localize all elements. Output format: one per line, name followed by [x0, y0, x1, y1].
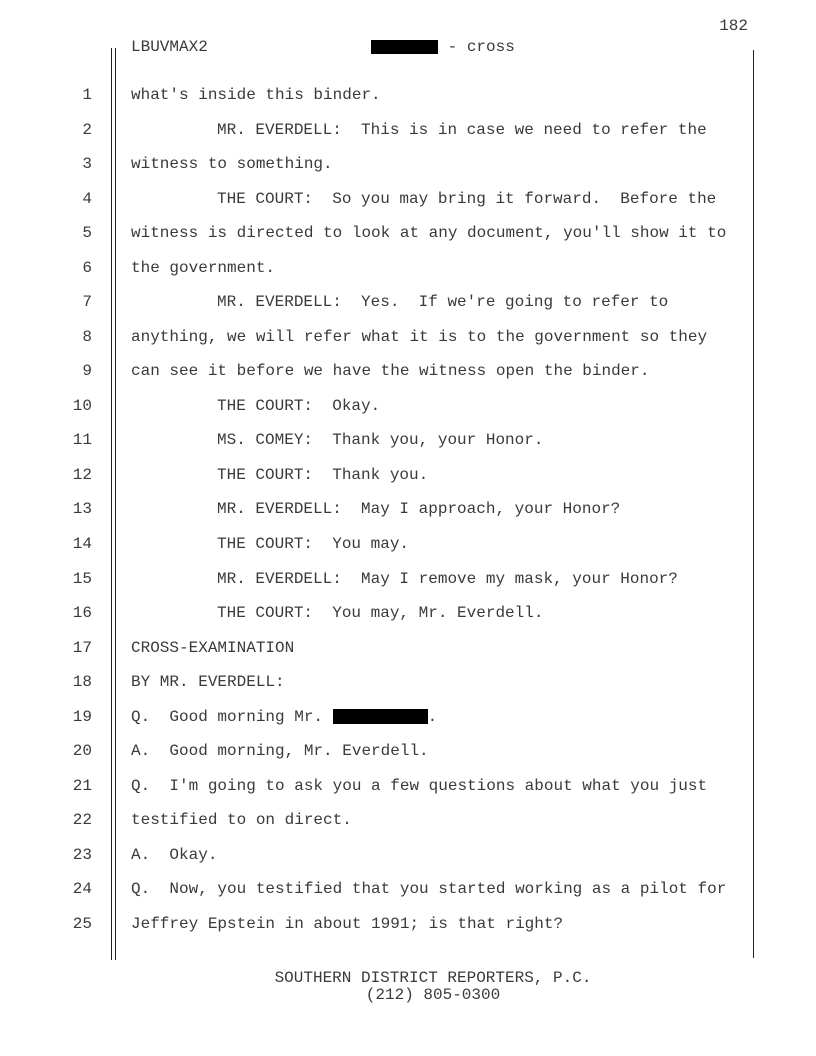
line-number: 24: [72, 880, 92, 899]
transcript-line: BY MR. EVERDELL:: [131, 673, 285, 691]
line-number: 9: [82, 362, 92, 381]
transcript-line: MR. EVERDELL: This is in case we need to…: [131, 121, 707, 139]
line-text: THE COURT: You may.: [217, 535, 410, 554]
line-number: 18: [72, 673, 92, 692]
line-text: CROSS-EXAMINATION: [131, 638, 295, 657]
line-number: 1: [82, 86, 92, 104]
line-number: 6: [82, 258, 92, 277]
line-text: A. Good morning, Mr. Everdell.: [131, 742, 429, 761]
line-text: testified to on direct.: [131, 811, 352, 830]
line-number: 17: [72, 638, 92, 657]
transcript-line: MR. EVERDELL: Yes. If we're going to ref…: [131, 293, 668, 311]
transcript-line: THE COURT: Thank you.: [131, 466, 428, 484]
line-number: 5: [82, 224, 92, 243]
transcript-line: Q. Good morning Mr. .: [131, 708, 437, 726]
header-title: - cross: [371, 38, 515, 56]
transcript-line: witness is directed to look at any docum…: [131, 224, 726, 242]
line-text: THE COURT: You may, Mr. Everdell.: [217, 604, 544, 623]
footer-reporter: SOUTHERN DISTRICT REPORTERS, P.C.: [274, 969, 592, 987]
transcript-line: Jeffrey Epstein in about 1991; is that r…: [131, 915, 563, 933]
transcript-line: witness to something.: [131, 155, 333, 173]
line-text: witness to something.: [131, 155, 333, 174]
line-number: 12: [72, 465, 92, 484]
line-number: 19: [72, 707, 92, 726]
line-text: MR. EVERDELL: May I remove my mask, your…: [217, 569, 678, 588]
line-number: 22: [72, 811, 92, 830]
redaction-box: [371, 39, 438, 54]
line-text: THE COURT: Okay.: [217, 396, 381, 415]
transcript-line: can see it before we have the witness op…: [131, 362, 649, 380]
transcript-line: testified to on direct.: [131, 811, 352, 829]
header-section: - cross: [447, 38, 515, 56]
margin-line-left-outer: [111, 48, 112, 960]
transcript-line: CROSS-EXAMINATION: [131, 639, 294, 657]
line-text: THE COURT: So you may bring it forward. …: [217, 189, 717, 208]
line-number: 7: [82, 293, 92, 312]
transcript-line: Q. I'm going to ask you a few questions …: [131, 777, 707, 795]
line-text: witness is directed to look at any docum…: [131, 224, 727, 243]
line-text: MS. COMEY: Thank you, your Honor.: [217, 431, 544, 450]
line-number: 10: [72, 396, 92, 415]
transcript-line: THE COURT: You may.: [131, 535, 409, 553]
line-number: 8: [82, 327, 92, 346]
transcript-line: THE COURT: You may, Mr. Everdell.: [131, 604, 543, 622]
line-text: anything, we will refer what it is to th…: [131, 327, 708, 346]
line-text: the government.: [131, 258, 276, 277]
header-case-code: LBUVMAX2: [131, 38, 208, 56]
line-text: Jeffrey Epstein in about 1991; is that r…: [131, 914, 564, 933]
transcript-line: Q. Now, you testified that you started w…: [131, 880, 726, 898]
footer-phone: (212) 805-0300: [365, 986, 501, 1004]
redaction-box: [332, 708, 428, 724]
line-text: A. Okay.: [131, 845, 218, 864]
line-number: 2: [82, 120, 92, 139]
transcript-line: THE COURT: Okay.: [131, 397, 380, 415]
line-number: 13: [72, 500, 92, 519]
line-number: 21: [72, 776, 92, 795]
line-text: MR. EVERDELL: Yes. If we're going to ref…: [217, 293, 669, 312]
transcript-line: the government.: [131, 259, 275, 277]
margin-line-right: [753, 50, 754, 958]
line-text: MR. EVERDELL: This is in case we need to…: [217, 120, 707, 139]
transcript-line: what's inside this binder.: [131, 86, 381, 104]
margin-line-left-inner: [115, 48, 116, 960]
line-number: 15: [72, 569, 92, 588]
line-text: what's inside this binder.: [131, 86, 381, 104]
line-text: Q. I'm going to ask you a few questions …: [131, 776, 708, 795]
line-number: 4: [82, 189, 92, 208]
line-text-after: .: [427, 707, 438, 726]
line-text: Q. Good morning Mr.: [131, 707, 333, 726]
line-text: MR. EVERDELL: May I approach, your Honor…: [217, 500, 621, 519]
line-number: 11: [72, 431, 92, 450]
transcript-line: anything, we will refer what it is to th…: [131, 328, 707, 346]
line-number: 14: [72, 535, 92, 554]
page-number: 182: [719, 17, 748, 35]
transcript-line: MS. COMEY: Thank you, your Honor.: [131, 431, 543, 449]
line-number: 20: [72, 742, 92, 761]
line-number: 25: [72, 914, 92, 933]
transcript-line: MR. EVERDELL: May I remove my mask, your…: [131, 570, 678, 588]
line-number: 23: [72, 845, 92, 864]
line-text: BY MR. EVERDELL:: [131, 673, 285, 692]
line-number: 3: [82, 155, 92, 174]
transcript-line: A. Good morning, Mr. Everdell.: [131, 742, 429, 760]
transcript-line: A. Okay.: [131, 846, 217, 864]
transcript-line: MR. EVERDELL: May I approach, your Honor…: [131, 500, 620, 518]
line-number: 16: [72, 604, 92, 623]
line-text: Q. Now, you testified that you started w…: [131, 880, 727, 899]
transcript-line: THE COURT: So you may bring it forward. …: [131, 190, 716, 208]
line-text: can see it before we have the witness op…: [131, 362, 650, 381]
line-text: THE COURT: Thank you.: [217, 465, 429, 484]
